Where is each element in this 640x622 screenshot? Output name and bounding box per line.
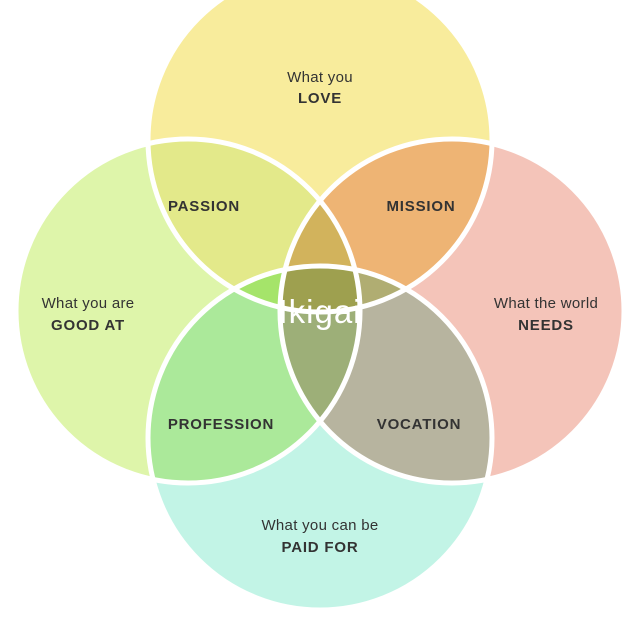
paid-for-label-line1: What you can be bbox=[261, 517, 378, 534]
profession-label: PROFESSION bbox=[168, 416, 274, 433]
good-at-label-line1: What you are bbox=[42, 295, 135, 312]
love-label-line2: LOVE bbox=[298, 90, 342, 107]
vocation-label: VOCATION bbox=[377, 416, 461, 433]
needs-label-line2: NEEDS bbox=[518, 317, 574, 334]
mission-label: MISSION bbox=[387, 198, 456, 215]
needs-label-line1: What the world bbox=[494, 295, 598, 312]
passion-label: PASSION bbox=[168, 198, 240, 215]
ikigai-label: Ikigai bbox=[278, 293, 361, 330]
circle-outlines bbox=[13, 0, 627, 613]
good-at-label-line2: GOOD AT bbox=[51, 317, 125, 334]
paid-for-label-line2: PAID FOR bbox=[282, 539, 359, 556]
love-label-line1: What you bbox=[287, 69, 353, 86]
